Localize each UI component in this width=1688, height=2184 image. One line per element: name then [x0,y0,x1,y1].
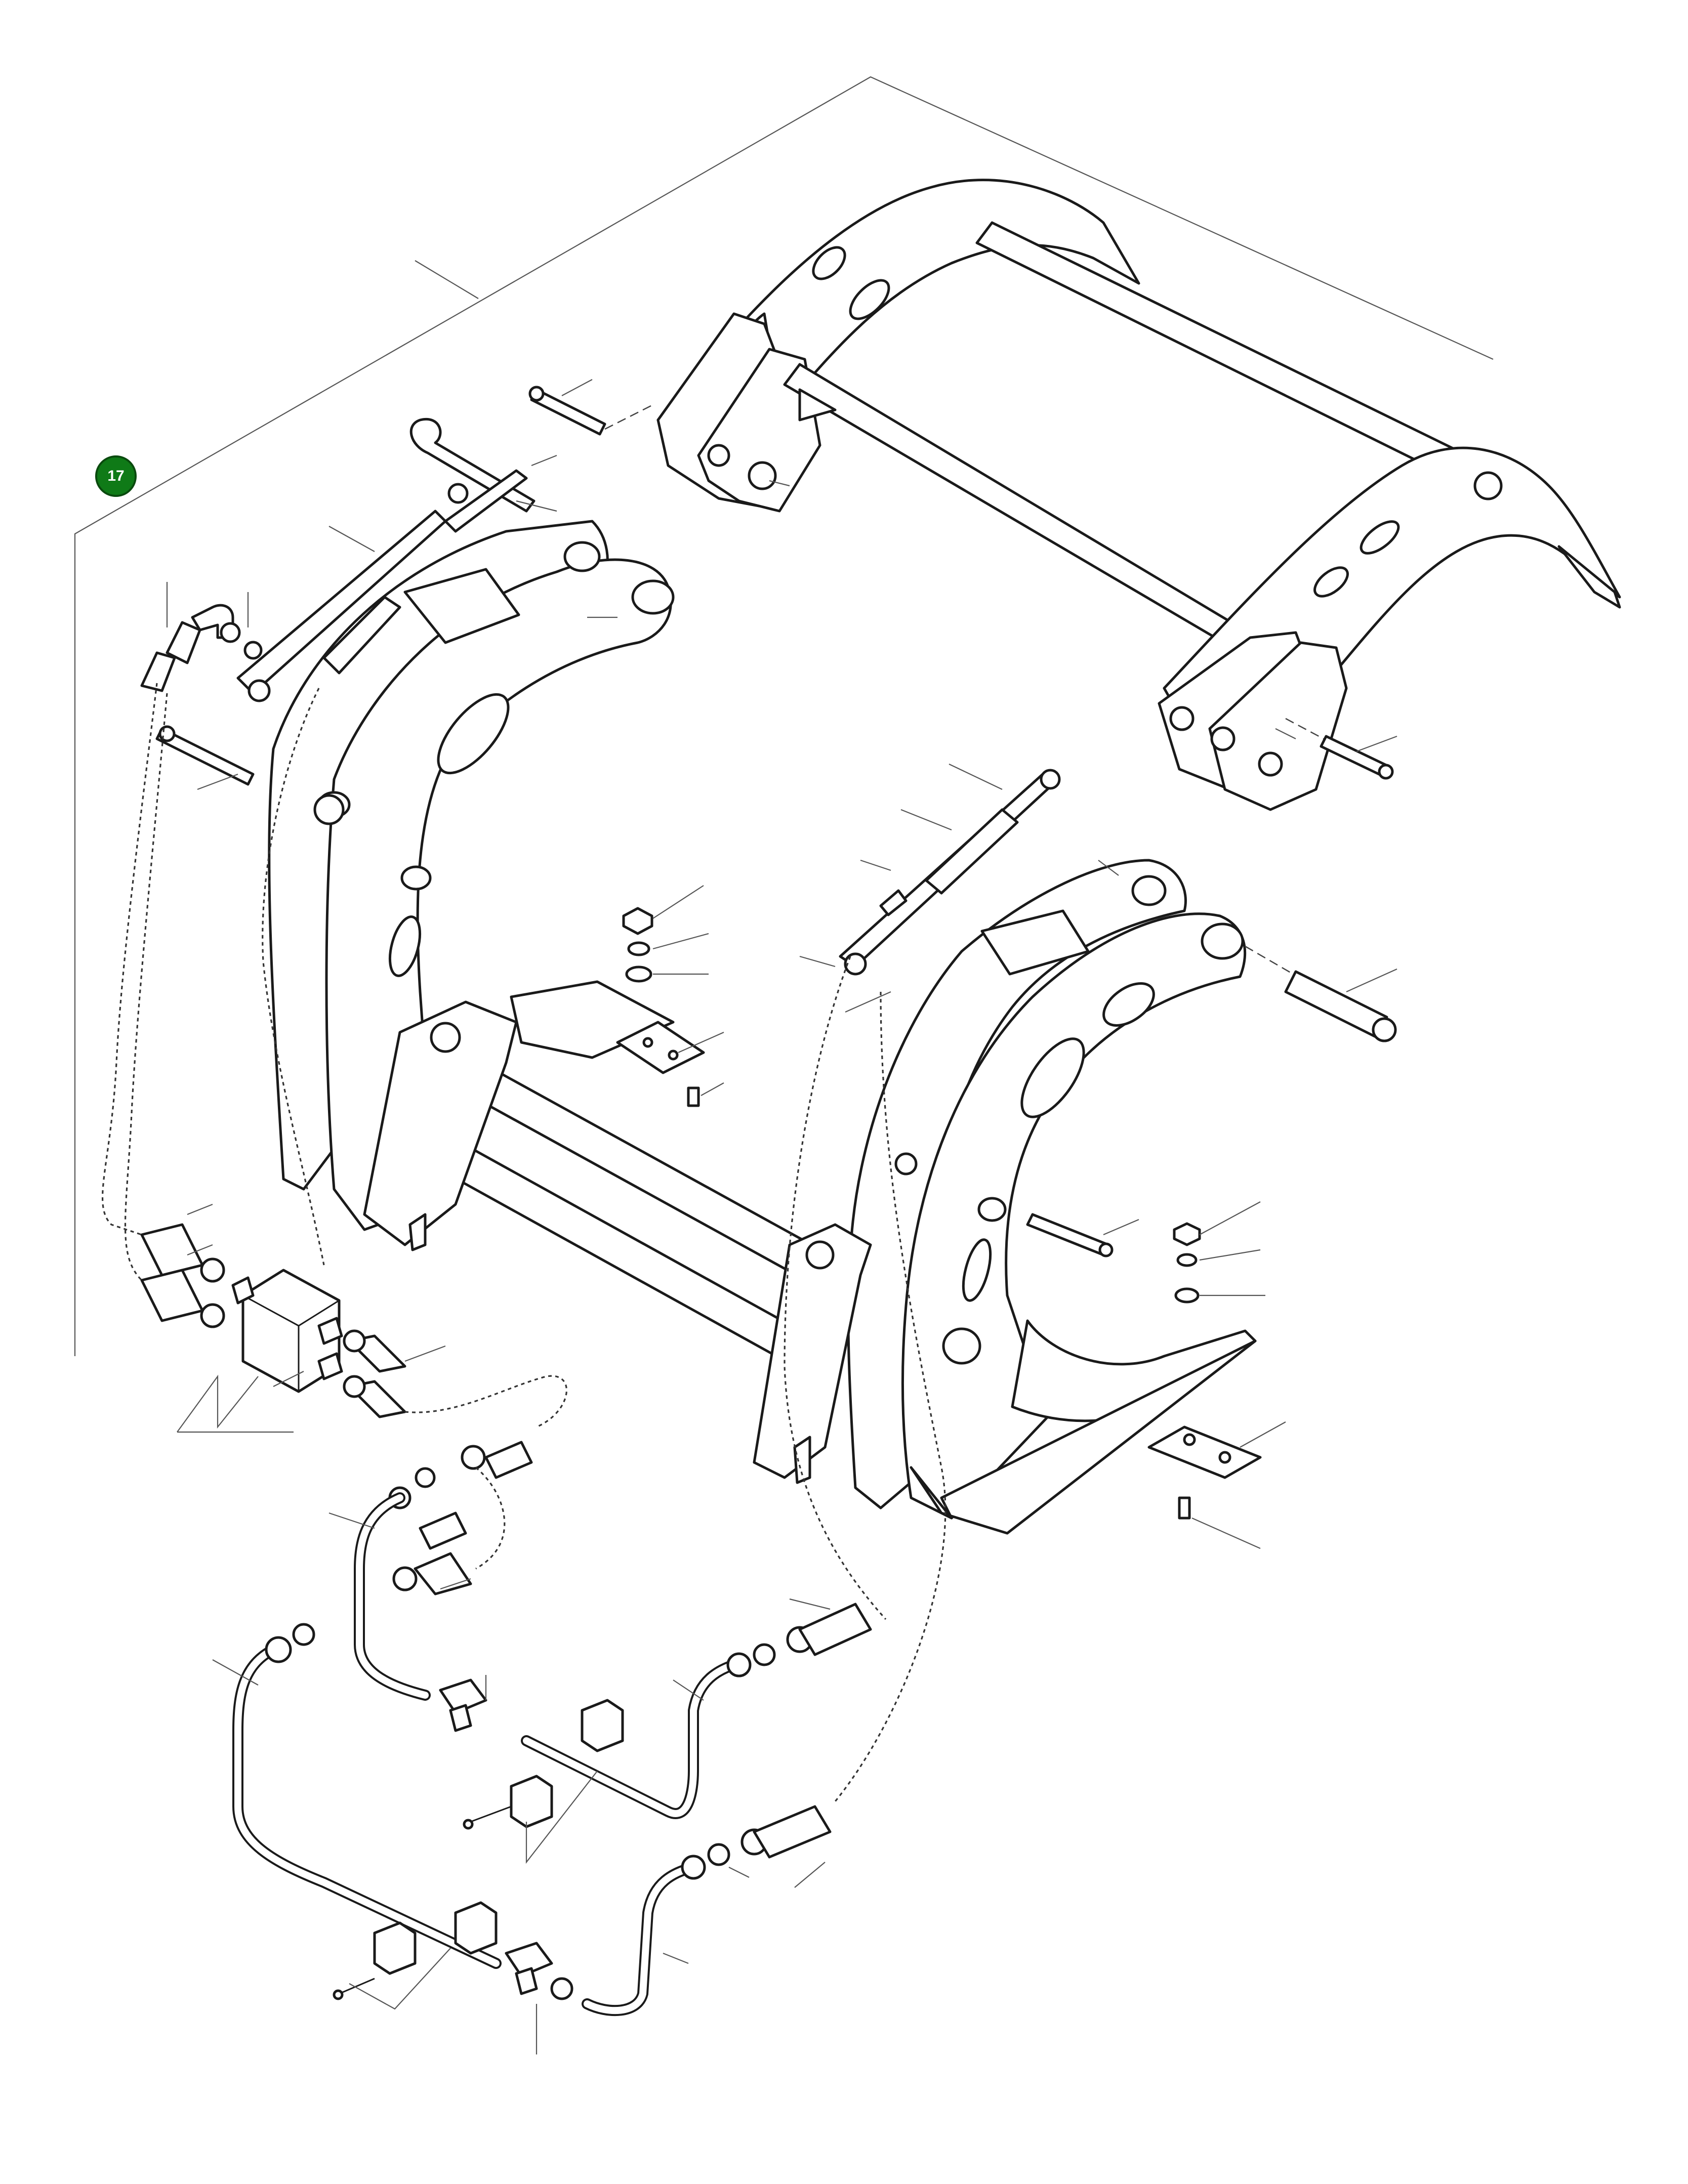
right-cylinder [839,769,1061,976]
right-hardware [1026,1201,1286,1549]
group-number-badge[interactable]: 17 [95,455,137,497]
lower-fittings [265,1603,872,2000]
right-pin [1245,945,1397,1042]
hose-routes [101,683,946,1802]
valve-fittings [140,1223,533,1595]
cross-tubes [363,980,872,1484]
upper-arch-frame [656,179,1621,811]
frame-lines [74,76,1494,1356]
right-arm-assembly [847,859,1257,1535]
valve-block [231,1269,343,1393]
center-hardware [616,885,724,1107]
callout-leaders [166,454,1296,2054]
left-cylinder [236,417,536,702]
rigid-tubes [232,1492,739,2017]
group-number-label: 17 [107,468,125,484]
upper-pins [528,379,1397,780]
upper-left-fittings [140,604,345,825]
